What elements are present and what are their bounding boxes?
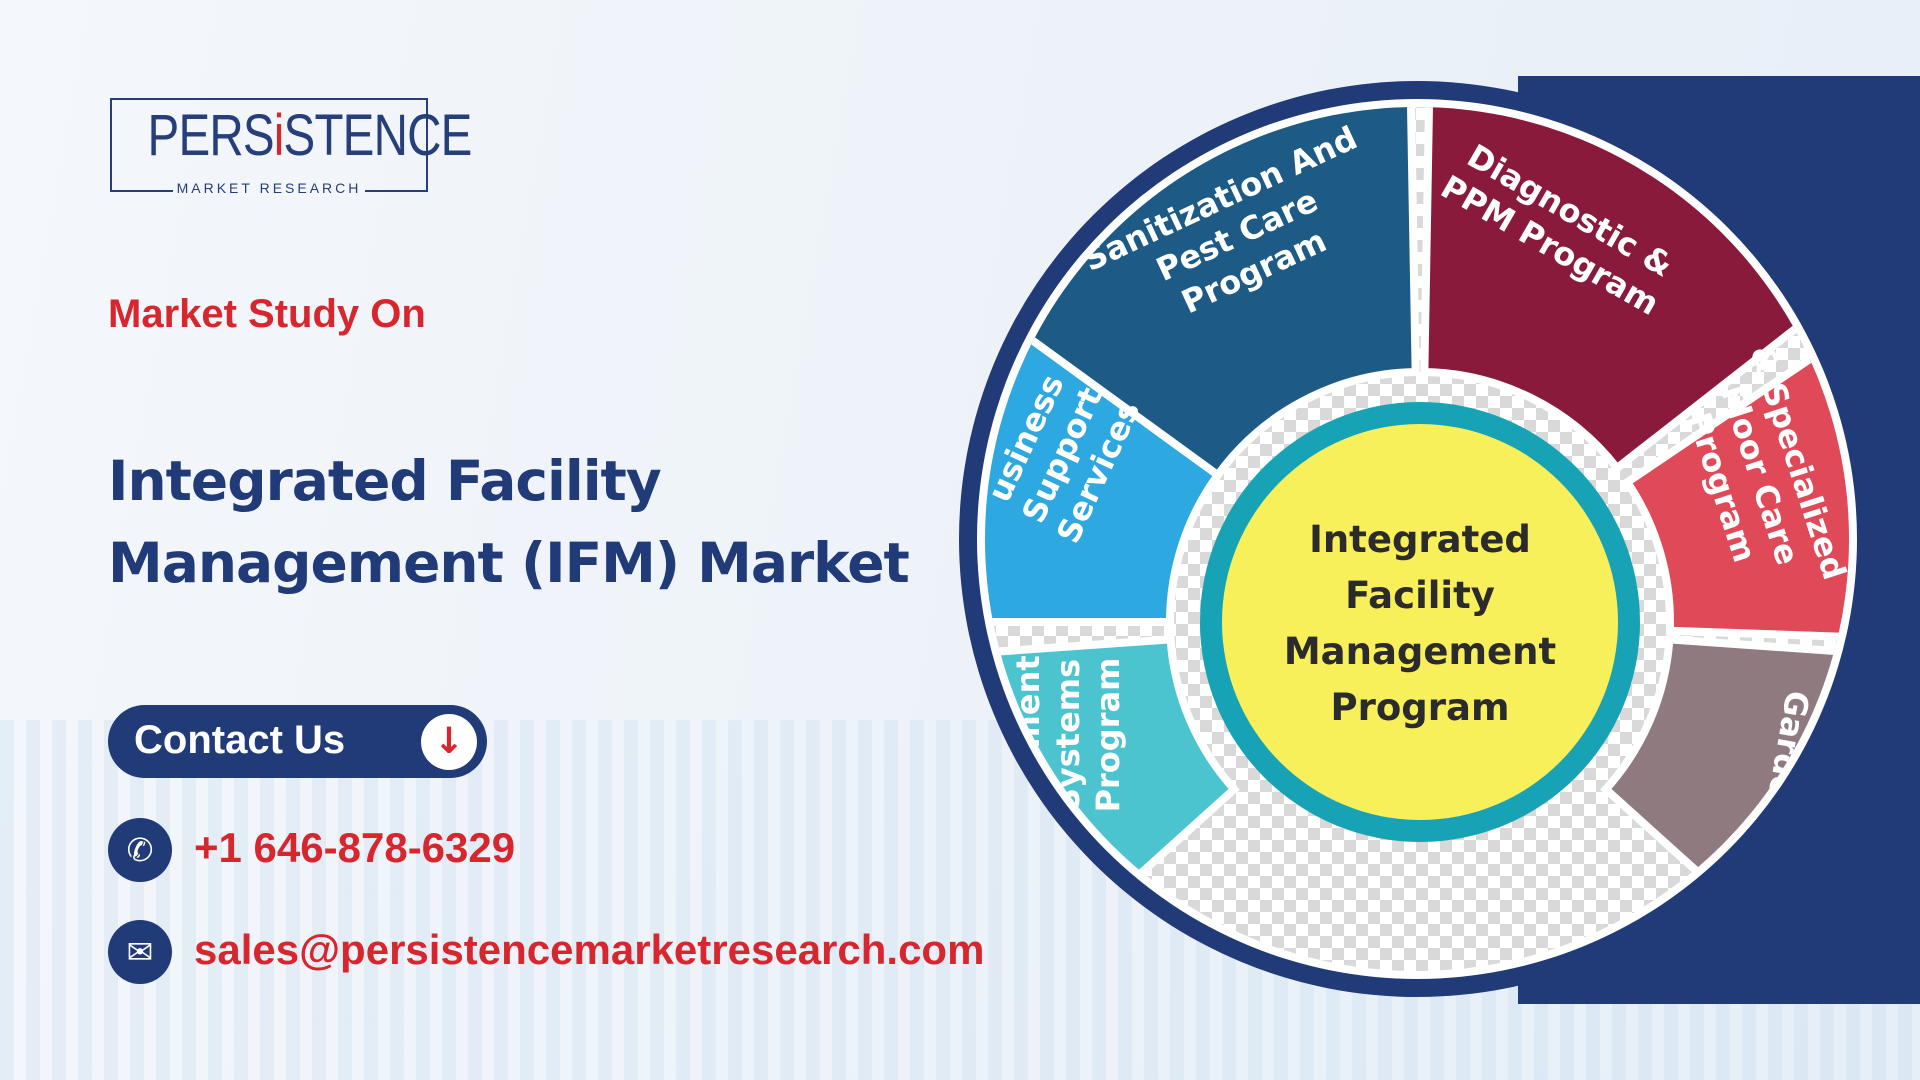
title-line-1: Integrated Facility (108, 449, 662, 513)
segment-label-line: Program (1089, 658, 1127, 813)
phone-icon: ✆ (108, 818, 172, 882)
center-text-line: Management (1284, 630, 1556, 673)
center-text-line: Facility (1345, 574, 1495, 617)
arrow-down-icon: ↓ (421, 714, 477, 770)
market-study-kicker: Market Study On (108, 292, 426, 336)
email-icon: ✉ (108, 920, 172, 984)
segment-floor-care (1621, 303, 1849, 646)
email-address[interactable]: sales@persistencemarketresearch.com (194, 926, 985, 973)
contact-us-button[interactable]: Contact Us ↓ (108, 705, 487, 778)
title-line-2: Management (IFM) Market (108, 531, 910, 595)
center-text-line: Integrated (1309, 518, 1531, 561)
page-title: Integrated Facility Management (IFM) Mar… (108, 440, 910, 604)
contact-us-label: Contact Us (134, 718, 346, 762)
phone-number[interactable]: +1 646-878-6329 (194, 824, 516, 871)
center-text-line: Program (1330, 686, 1509, 729)
center-yellow-circle (1222, 424, 1618, 820)
logo-wordmark: PERSiSTENCE (147, 103, 473, 168)
persistence-logo[interactable]: PERSiSTENCE MARKET RESEARCH (110, 98, 472, 196)
segment-systems (985, 635, 1240, 971)
logo-tagline: MARKET RESEARCH (172, 180, 366, 196)
segment-business-support (985, 287, 1224, 626)
